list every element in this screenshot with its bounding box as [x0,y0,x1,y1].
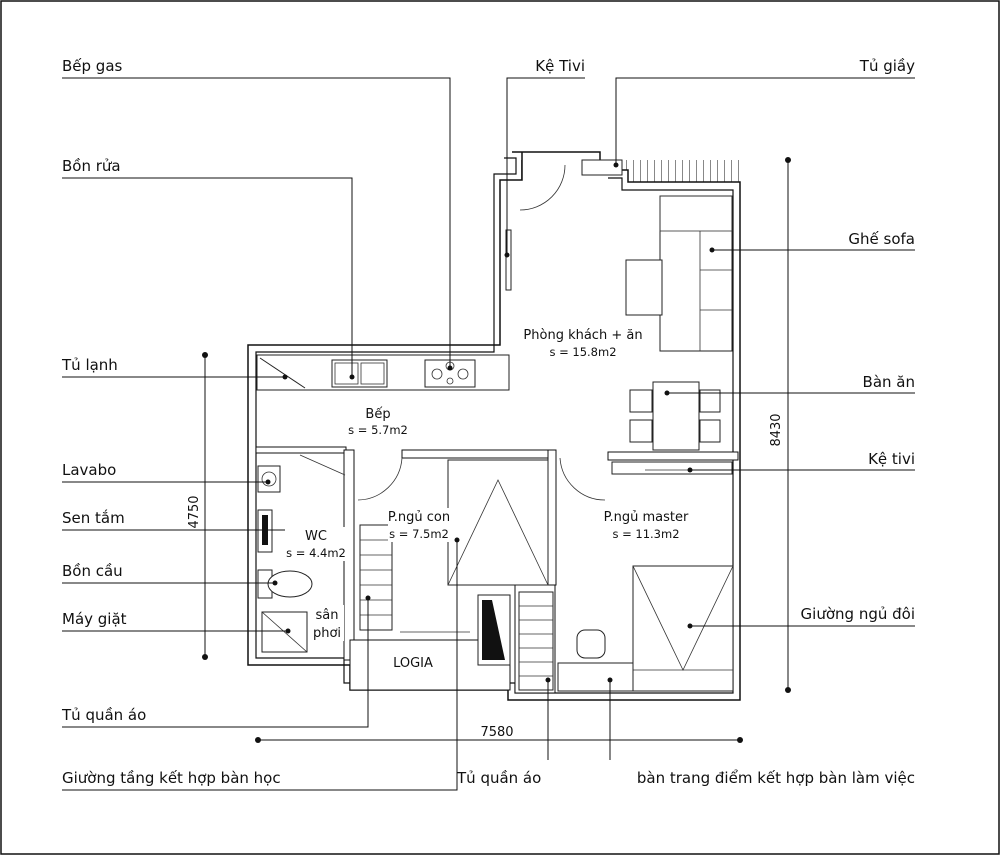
room-master-area: s = 11.3m2 [612,527,679,541]
room-kitchen-name: Bếp [365,407,390,422]
dimension-height-left: 4750 [187,495,202,528]
wc-fixtures [257,465,313,653]
room-master-name: P.ngủ master [604,510,689,525]
label-tu-quan-ao-1: Tủ quần áo [61,706,146,724]
wardrobe-master [518,591,554,691]
sink [331,359,388,388]
double-bed [632,565,734,692]
room-living-name: Phòng khách + ăn [523,328,642,343]
label-tu-giay: Tủ giầy [859,57,915,75]
label-bon-rua: Bồn rửa [62,157,121,175]
dimension-width: 7580 [480,725,513,740]
room-san-phoi-area: phơi [313,626,341,641]
label-giuong-tang: Giường tầng kết hợp bàn học [62,769,281,787]
room-living-area: s = 15.8m2 [549,345,616,359]
tv-shelf-master [611,461,733,475]
label-ban-trang-diem: bàn trang điểm kết hợp bàn làm việc [637,769,915,787]
label-bep-gas: Bếp gas [62,57,123,75]
room-child-name: P.ngủ con [388,510,450,525]
room-wc-name: WC [305,529,327,544]
room-labels: Phòng khách + ăn s = 15.8m2 Bếp s = 5.7m… [285,325,694,671]
label-ke-tivi-top: Kệ Tivi [535,57,585,75]
shoe-cabinet [581,159,623,176]
label-tu-lanh: Tủ lạnh [61,356,118,374]
door-swings [299,164,606,501]
coffee-table [625,259,663,316]
chair [576,629,606,659]
label-tu-quan-ao-2: Tủ quần áo [456,769,541,787]
label-ke-tivi: Kệ tivi [868,450,915,468]
leaders-left [62,77,460,791]
closet-dark [477,594,511,666]
wardrobe-child [359,524,393,631]
tv-shelf-top [505,229,512,291]
label-lavabo: Lavabo [62,461,116,479]
sofa [659,195,733,352]
dimension-lines [202,157,791,743]
label-may-giat: Máy giặt [62,610,127,628]
room-san-phoi-name: sân [316,608,339,623]
bunk-bed [447,459,549,586]
room-kitchen-area: s = 5.7m2 [348,423,408,437]
kitchen-counter [256,354,510,391]
room-child-area: s = 7.5m2 [389,527,449,541]
dimension-height-right: 8430 [769,413,784,446]
label-bon-cau: Bồn cầu [62,562,123,580]
room-wc-area: s = 4.4m2 [286,546,346,560]
label-giuong-doi: Giường ngủ đôi [801,605,915,623]
vanity-desk [557,662,634,692]
room-logia-name: LOGIA [393,656,433,671]
label-ghe-sofa: Ghế sofa [848,230,915,248]
label-sen-tam: Sen tắm [62,509,125,527]
leaders-right [504,77,915,760]
label-ban-an: Bàn ăn [863,373,915,391]
